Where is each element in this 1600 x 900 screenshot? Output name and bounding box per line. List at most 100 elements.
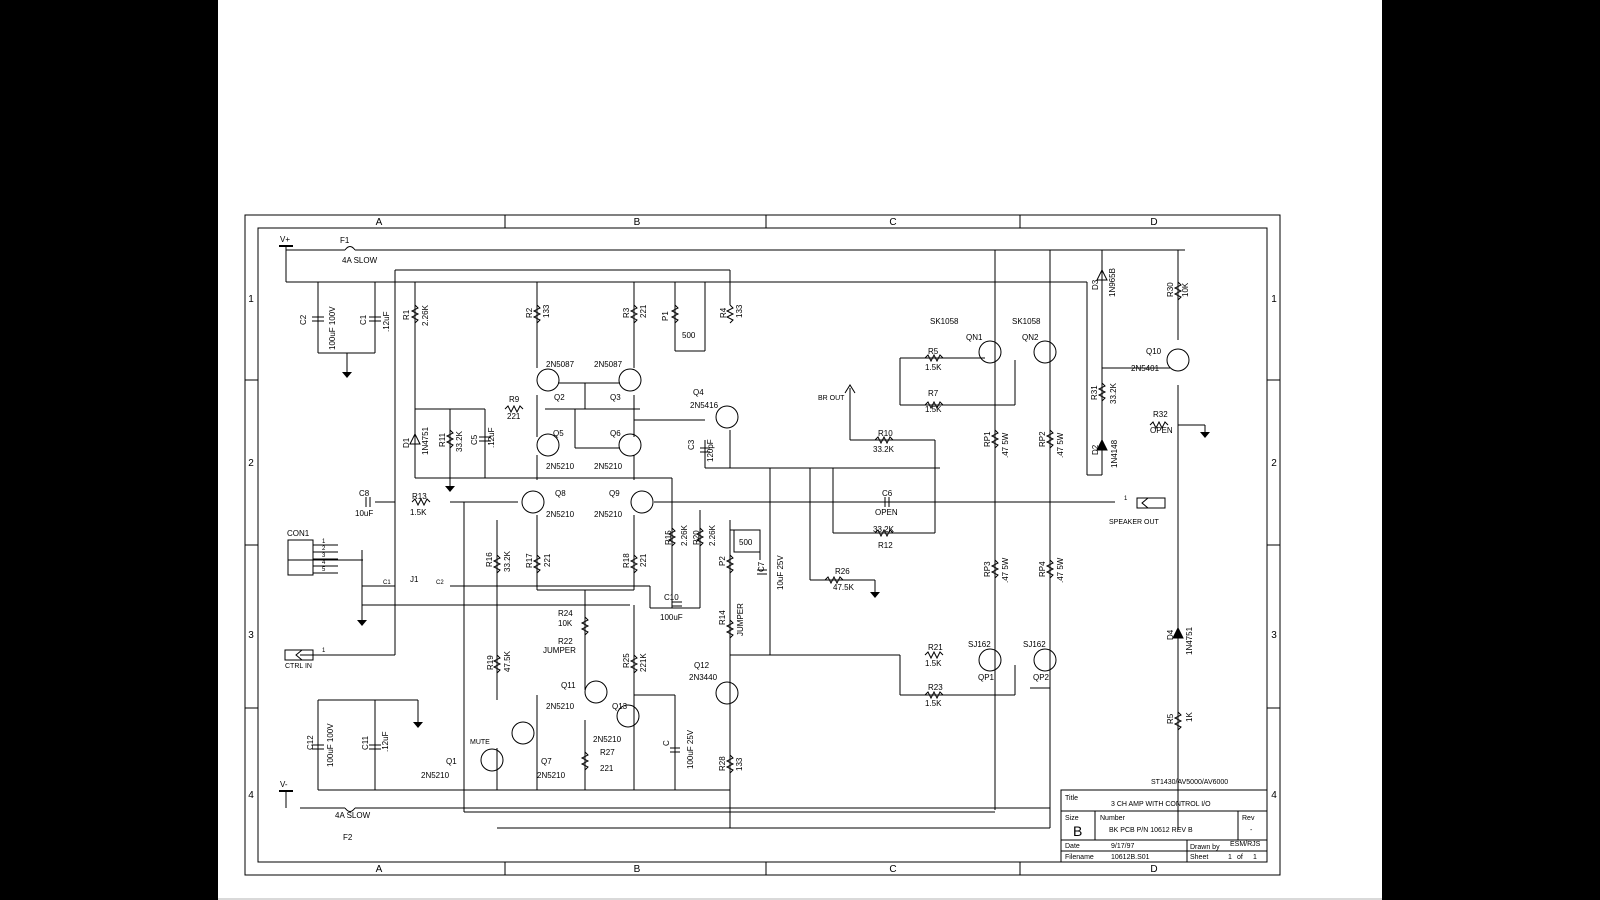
c3-label: C3 bbox=[687, 439, 696, 450]
c1-label: C1 bbox=[359, 314, 368, 325]
d2-label: D2 bbox=[1091, 444, 1100, 455]
f1-label: F1 bbox=[340, 236, 350, 245]
r11-value: 33.2K bbox=[455, 430, 464, 452]
r18-value: 221 bbox=[639, 553, 648, 567]
r4-value: 133 bbox=[735, 304, 744, 318]
rp3-value: .47 5W bbox=[1001, 557, 1010, 583]
r16-value: 33.2K bbox=[503, 550, 512, 572]
r30-value: 10K bbox=[1181, 282, 1190, 297]
zone-row-2-right: 2 bbox=[1271, 458, 1277, 469]
r22-value: JUMPER bbox=[543, 646, 576, 655]
r19-label: R19 bbox=[486, 655, 495, 670]
zone-row-1-left: 1 bbox=[248, 294, 254, 305]
q9-label: Q9 bbox=[609, 489, 620, 498]
q5-type: 2N5210 bbox=[546, 462, 575, 471]
page-edge bbox=[218, 898, 1382, 900]
q7-label: Q7 bbox=[541, 757, 552, 766]
j1-label: J1 bbox=[410, 575, 419, 584]
r14-label: R14 bbox=[718, 610, 727, 625]
c-lower-value: 100uF 25V bbox=[686, 729, 695, 769]
q2-type: 2N5087 bbox=[546, 360, 575, 369]
r10-value: 33.2K bbox=[873, 445, 895, 454]
speaker-out-connector bbox=[1136, 497, 1166, 509]
circuit-wires bbox=[279, 245, 1206, 830]
r12-value: 33.2K bbox=[873, 525, 895, 534]
sheet-label: Sheet bbox=[1190, 854, 1208, 861]
qp1-label: QP1 bbox=[978, 673, 995, 682]
c10-label: C10 bbox=[664, 593, 679, 602]
c5-value: .12uF bbox=[487, 427, 496, 448]
con1-pin-1: 1 bbox=[322, 539, 326, 545]
r25-label: R25 bbox=[622, 653, 631, 668]
c10-value: 100uF bbox=[660, 613, 683, 622]
q2-label: Q2 bbox=[554, 393, 565, 402]
sj162-qp1-type: SJ162 bbox=[968, 640, 991, 649]
con1-pin-5: 5 bbox=[322, 567, 326, 573]
vplus-label: V+ bbox=[280, 235, 290, 244]
zone-col-c-bottom: C bbox=[889, 864, 896, 875]
con1-pin-2: 2 bbox=[322, 546, 326, 552]
zone-row-3-right: 3 bbox=[1271, 630, 1277, 641]
r13-label: R13 bbox=[412, 492, 427, 501]
q6-label: Q6 bbox=[610, 429, 621, 438]
of-label: of bbox=[1237, 854, 1243, 861]
q7-type: 2N5210 bbox=[537, 771, 566, 780]
vminus-label: V- bbox=[280, 780, 288, 789]
d3-label: D3 bbox=[1091, 279, 1100, 290]
r27-label: R27 bbox=[600, 748, 615, 757]
r9-label: R9 bbox=[509, 395, 520, 404]
r32-value: OPEN bbox=[1150, 426, 1173, 435]
zone-col-b-top: B bbox=[634, 217, 641, 228]
title-label: Title bbox=[1065, 795, 1078, 802]
r15-value: 2.26K bbox=[680, 524, 689, 546]
r28-value: 133 bbox=[735, 757, 744, 771]
con1-pin-4: 4 bbox=[322, 560, 326, 566]
q11-label: Q11 bbox=[561, 681, 576, 690]
j1-pin-2: C2 bbox=[436, 580, 444, 586]
d1-value: 1N4751 bbox=[421, 426, 430, 455]
q4-type: 2N5416 bbox=[690, 401, 719, 410]
qn2-label: QN2 bbox=[1022, 333, 1039, 342]
zone-row-4-left: 4 bbox=[248, 790, 254, 801]
mute-label: MUTE bbox=[470, 739, 490, 746]
c7-value: 10uF 25V bbox=[776, 555, 785, 590]
r1-label: R1 bbox=[402, 309, 411, 320]
ctrl-in-pin: 1 bbox=[322, 648, 326, 654]
f2-label: F2 bbox=[343, 833, 353, 842]
r30-label: R30 bbox=[1166, 282, 1175, 297]
r5-right-value: 1K bbox=[1185, 712, 1194, 722]
of-value: 1 bbox=[1253, 854, 1257, 861]
r32-label: R32 bbox=[1153, 410, 1168, 419]
rp2-label: RP2 bbox=[1038, 431, 1047, 447]
number-label: Number bbox=[1100, 815, 1126, 822]
schematic-page bbox=[218, 0, 1382, 898]
d3-value: 1N965B bbox=[1108, 268, 1117, 297]
r1-value: 2.26K bbox=[421, 304, 430, 326]
f2-value: 4A SLOW bbox=[335, 811, 371, 820]
r18-label: R18 bbox=[622, 553, 631, 568]
zone-col-c-top: C bbox=[889, 217, 896, 228]
component-labels: V+ V- F1 4A SLOW 4A SLOW F2 C2 100uF 100… bbox=[280, 235, 1228, 842]
r31-label: R31 bbox=[1090, 385, 1099, 400]
f1-value: 4A SLOW bbox=[342, 256, 378, 265]
r20-value: 2.26K bbox=[708, 524, 717, 546]
r2-label: R2 bbox=[525, 307, 534, 318]
filename-value: 10612B.S01 bbox=[1111, 854, 1150, 861]
zone-row-1-right: 1 bbox=[1271, 294, 1277, 305]
c2-label: C2 bbox=[299, 314, 308, 325]
p2-label: P2 bbox=[718, 556, 727, 566]
r5-mid-value: 1.5K bbox=[925, 363, 942, 372]
r4-label: R4 bbox=[719, 307, 728, 318]
r21-value: 1.5K bbox=[925, 659, 942, 668]
r23-value: 1.5K bbox=[925, 699, 942, 708]
r3-value: 221 bbox=[639, 304, 648, 318]
q6-type: 2N5210 bbox=[594, 462, 623, 471]
drawn-by-value: ESM/RJS bbox=[1230, 841, 1261, 848]
c-lower-label: C bbox=[662, 740, 671, 746]
r17-label: R17 bbox=[525, 553, 534, 568]
zone-col-a-bottom: A bbox=[376, 864, 383, 875]
r19-value: 47.5K bbox=[503, 650, 512, 672]
j1-pin-1: C1 bbox=[383, 580, 391, 586]
